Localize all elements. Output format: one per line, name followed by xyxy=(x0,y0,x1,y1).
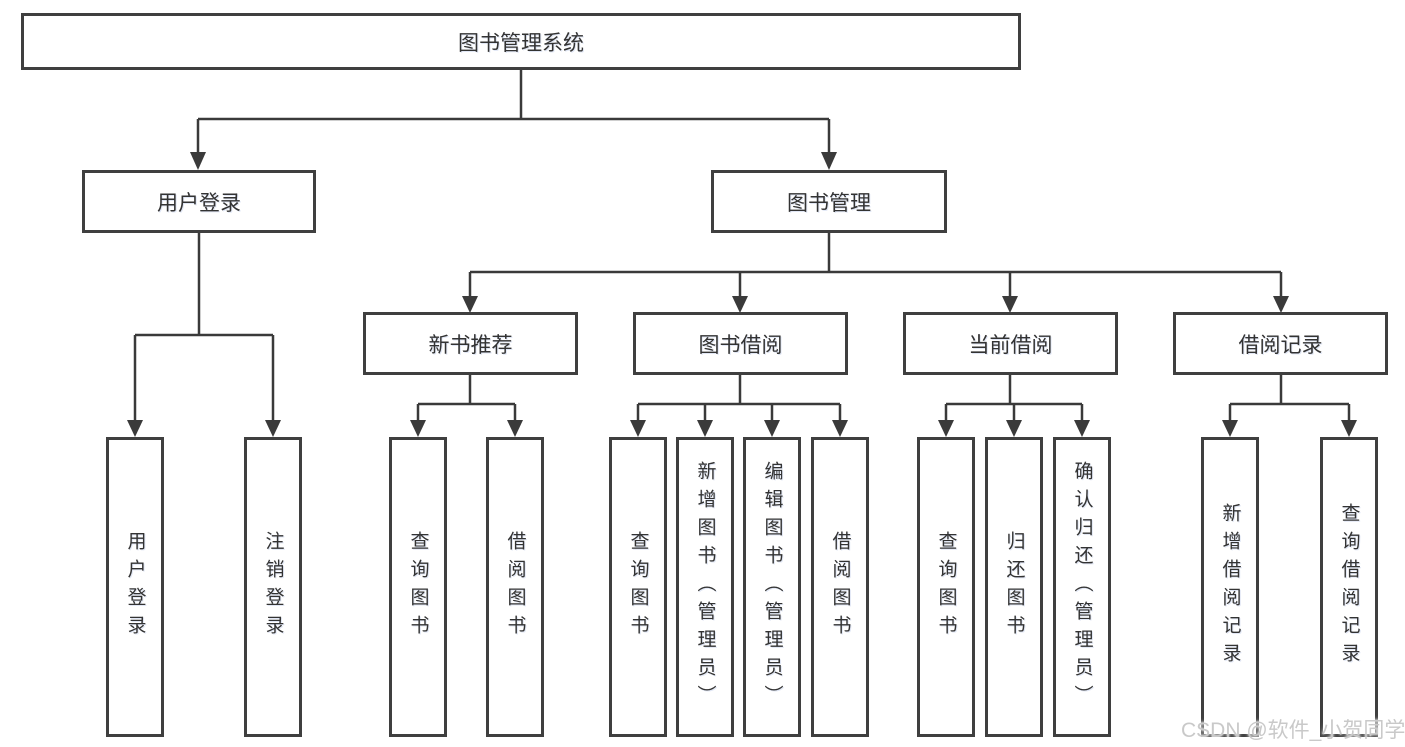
leaf-borrow-books-borrowing-label: 借阅图书 xyxy=(829,531,851,643)
leaf-edit-book-admin-label: 编辑图书（管理员） xyxy=(761,461,783,713)
leaf-logout: 注销登录 xyxy=(244,437,302,737)
leaf-add-borrow-record-label: 新增借阅记录 xyxy=(1219,503,1241,671)
leaf-query-books-borrowing: 查询图书 xyxy=(609,437,667,737)
leaf-borrow-books-recommend: 借阅图书 xyxy=(486,437,544,737)
leaf-edit-book-admin: 编辑图书（管理员） xyxy=(743,437,801,737)
leaf-query-books-current: 查询图书 xyxy=(917,437,975,737)
arrowheads xyxy=(127,152,1357,437)
node-current-borrowing: 当前借阅 xyxy=(903,312,1118,375)
leaf-confirm-return-admin-label: 确认归还（管理员） xyxy=(1071,461,1093,713)
csdn-watermark: CSDN @软件_小贺同学 xyxy=(1181,719,1405,742)
leaf-query-books-recommend: 查询图书 xyxy=(389,437,447,737)
node-user-login: 用户登录 xyxy=(82,170,316,233)
leaf-add-borrow-record: 新增借阅记录 xyxy=(1201,437,1259,737)
node-new-book-recommend: 新书推荐 xyxy=(363,312,578,375)
node-borrowing-records: 借阅记录 xyxy=(1173,312,1388,375)
leaf-query-books-borrowing-label: 查询图书 xyxy=(627,531,649,643)
leaf-confirm-return-admin: 确认归还（管理员） xyxy=(1053,437,1111,737)
node-root: 图书管理系统 xyxy=(21,13,1021,70)
leaf-add-book-admin-label: 新增图书（管理员） xyxy=(694,461,716,713)
leaf-query-books-recommend-label: 查询图书 xyxy=(407,531,429,643)
leaf-add-book-admin: 新增图书（管理员） xyxy=(676,437,734,737)
node-book-borrowing-label: 图书借阅 xyxy=(698,333,783,357)
leaf-user-login: 用户登录 xyxy=(106,437,164,737)
node-root-label: 图书管理系统 xyxy=(458,31,584,55)
leaf-query-borrow-record: 查询借阅记录 xyxy=(1320,437,1378,737)
node-user-login-label: 用户登录 xyxy=(157,191,241,215)
node-current-borrowing-label: 当前借阅 xyxy=(968,333,1053,357)
node-book-management-label: 图书管理 xyxy=(787,191,871,215)
leaf-borrow-books-borrowing: 借阅图书 xyxy=(811,437,869,737)
leaf-return-book: 归还图书 xyxy=(985,437,1043,737)
leaf-borrow-books-recommend-label: 借阅图书 xyxy=(504,531,526,643)
leaf-user-login-label: 用户登录 xyxy=(124,531,146,643)
leaf-query-books-current-label: 查询图书 xyxy=(935,531,957,643)
leaf-query-borrow-record-label: 查询借阅记录 xyxy=(1338,503,1360,671)
leaf-return-book-label: 归还图书 xyxy=(1003,531,1025,643)
node-borrowing-records-label: 借阅记录 xyxy=(1238,333,1323,357)
leaf-logout-label: 注销登录 xyxy=(262,531,284,643)
node-book-borrowing: 图书借阅 xyxy=(633,312,848,375)
node-new-book-recommend-label: 新书推荐 xyxy=(428,333,513,357)
node-book-management: 图书管理 xyxy=(711,170,947,233)
